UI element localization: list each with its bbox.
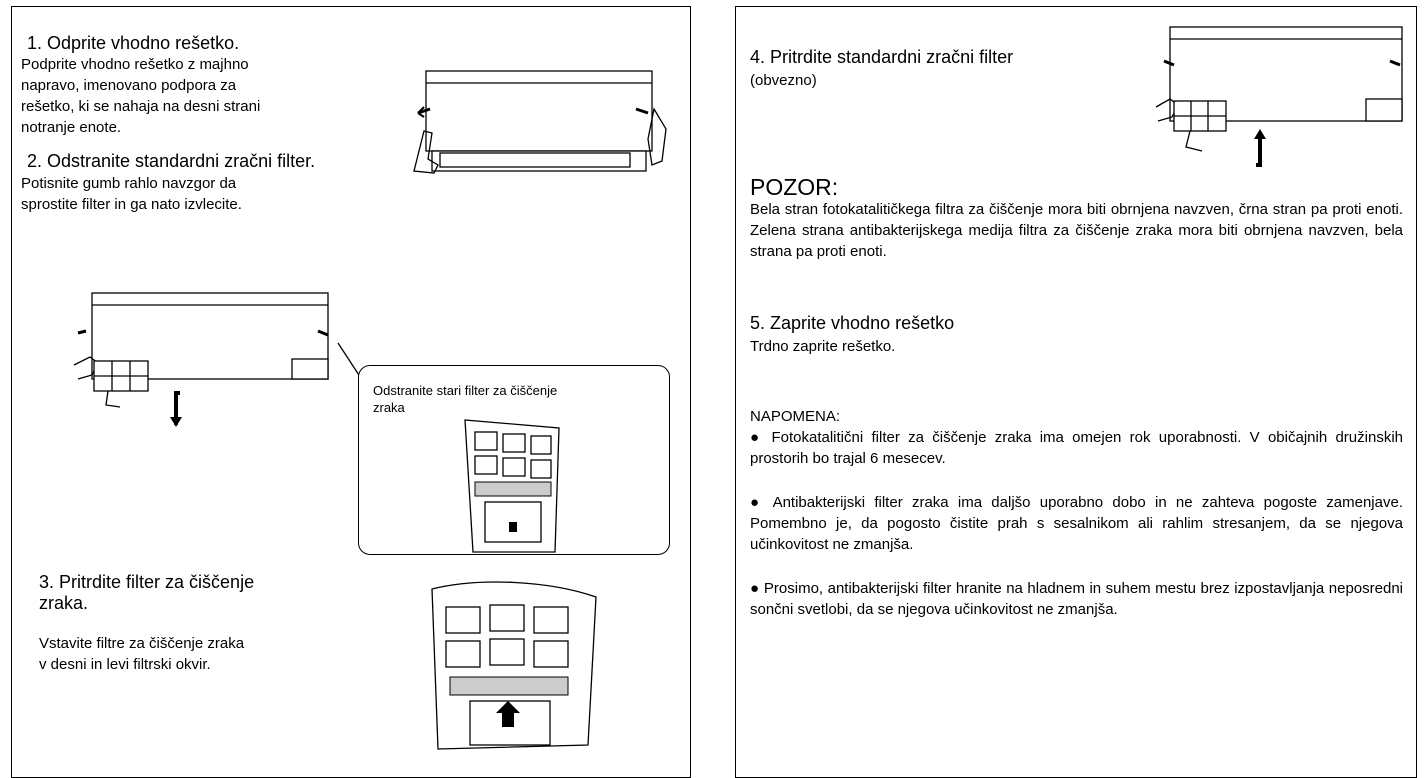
unit-open-illustration — [413, 70, 667, 174]
step3-text: Vstavite filtre za čiščenje zraka v desn… — [39, 635, 245, 673]
step1-text: Podprite vhodno rešetko z majhno napravo… — [21, 56, 261, 136]
callout-text: Odstranite stari filter za čiščenje zrak… — [373, 383, 558, 415]
install-filter-illustration — [1155, 26, 1403, 167]
note-heading: NAPOMENA: — [750, 408, 841, 425]
note-item: ● Antibakterijski filter zraka ima daljš… — [750, 494, 1403, 553]
caution-heading: POZOR: — [750, 174, 839, 200]
step5-title: 5. Zaprite vhodno rešetko — [750, 313, 955, 333]
note-item: ● Fotokatalitični filter za čiščenje zra… — [750, 429, 1403, 467]
step3-title: 3. Pritrdite filter za čiščenje zraka. — [39, 572, 255, 613]
step2-title: 2. Odstranite standardni zračni filter. — [27, 151, 316, 171]
right-panel: 4. Pritrdite standardni zračni filter (o… — [735, 6, 1417, 778]
caution-text: Bela stran fotokatalitičkega filtra za č… — [750, 201, 1403, 260]
note-item: ● Prosimo, antibakterijski filter hranit… — [750, 580, 1403, 618]
step2-text: Potisnite gumb rahlo navzgor da sprostit… — [21, 175, 242, 213]
old-filter-illustration — [464, 419, 560, 553]
step4-title: 4. Pritrdite standardni zračni filter — [750, 47, 1014, 67]
insert-filter-illustration — [431, 581, 597, 750]
filter-removal-illustration — [73, 292, 373, 427]
step1-title: 1. Odprite vhodno rešetko. — [27, 33, 240, 53]
left-panel: 1. Odprite vhodno rešetko. Podprite vhod… — [11, 6, 691, 778]
step4-note: (obvezno) — [750, 72, 817, 89]
step5-text: Trdno zaprite rešetko. — [750, 338, 896, 355]
callout-bubble: Odstranite stari filter za čiščenje zrak… — [358, 365, 670, 555]
